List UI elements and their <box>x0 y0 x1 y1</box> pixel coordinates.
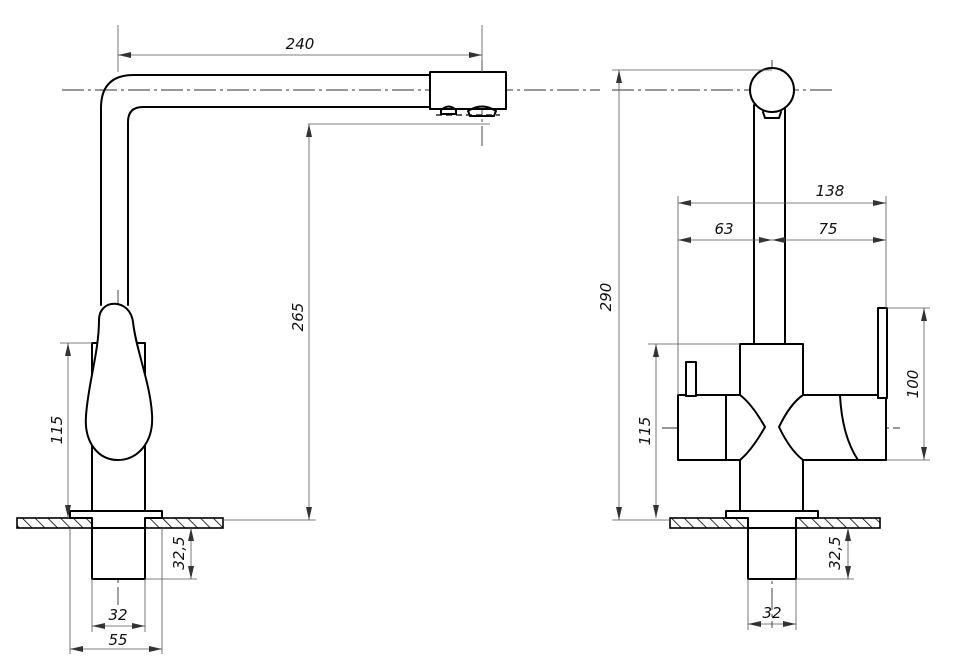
dim-32-front-arrow-right <box>783 621 796 627</box>
dim-32-5-front-label: 32,5 <box>826 536 844 569</box>
front-view: 290 138 63 75 100 115 32,5 <box>597 60 930 630</box>
dim-63-label: 63 <box>714 220 733 238</box>
side-aerator-left <box>440 105 457 115</box>
side-view: 240 265 115 32,5 32 55 <box>16 25 600 654</box>
dim-75-label: 75 <box>818 220 837 238</box>
dim-55-arrow-right <box>149 646 162 652</box>
dim-100-arrow-top <box>921 308 927 321</box>
dim-32-front-label: 32 <box>762 604 781 622</box>
dim-138-label: 138 <box>816 182 845 200</box>
side-countertop-gap <box>92 517 145 530</box>
dim-32-5-side-arrow-top <box>188 528 194 541</box>
side-base-washer <box>69 510 163 519</box>
side-spout-outer <box>100 74 431 306</box>
dim-75-arrow-right <box>873 237 886 243</box>
front-countertop-gap <box>748 517 796 530</box>
dim-115-front-arrow-bottom <box>653 505 659 518</box>
side-spout-inner <box>127 106 431 306</box>
dim-32-side-arrow-right <box>132 623 145 629</box>
dim-32-side-label: 32 <box>108 606 127 624</box>
front-shank <box>747 527 797 580</box>
dim-115-side-arrow-top <box>65 343 71 356</box>
dim-115-front-label: 115 <box>636 417 654 446</box>
dim-115-front-arrow-top <box>653 344 659 357</box>
dim-63-arrow-right <box>759 237 772 243</box>
dim-290-arrow-bottom <box>616 507 622 520</box>
dim-32-5-side-label: 32,5 <box>170 536 188 569</box>
dim-290-arrow-top <box>616 70 622 83</box>
dim-138-arrow-right <box>873 200 886 206</box>
side-shank <box>91 527 146 580</box>
dim-115-side-label: 115 <box>48 416 66 445</box>
dim-55-arrow-left <box>70 646 83 652</box>
front-right-cartridge-step <box>839 394 859 461</box>
dim-32-front-arrow-left <box>748 621 761 627</box>
front-lever <box>877 307 888 399</box>
front-right-cartridge <box>778 394 887 461</box>
dim-55-label: 55 <box>108 631 127 649</box>
dim-32-5-front-arrow-bottom <box>845 566 851 579</box>
side-spout-head <box>429 71 507 110</box>
front-aerator <box>762 111 782 119</box>
dim-63-arrow-left <box>678 237 691 243</box>
dim-290-label: 290 <box>597 283 615 312</box>
front-spout-tube <box>753 104 786 346</box>
dim-75-arrow-left <box>772 237 785 243</box>
front-base-washer <box>725 510 819 519</box>
dim-265-label: 265 <box>289 303 307 332</box>
dim-32-5-front-arrow-top <box>845 528 851 541</box>
dim-265-arrow-top <box>306 124 312 137</box>
front-left-cartridge <box>677 394 766 461</box>
dim-100-arrow-bottom <box>921 447 927 460</box>
dim-138-arrow-left <box>678 200 691 206</box>
dim-265-arrow-bottom <box>306 507 312 520</box>
dim-100-label: 100 <box>904 370 922 399</box>
dim-240-label: 240 <box>286 35 315 53</box>
side-aerator-right <box>467 105 497 117</box>
dim-32-5-side-arrow-bottom <box>188 566 194 579</box>
dim-32-side-arrow-left <box>92 623 105 629</box>
side-lever <box>84 302 154 461</box>
dim-115-side-arrow-bottom <box>65 505 71 518</box>
dim-240-arrow-right <box>469 52 482 58</box>
dim-240-arrow-left <box>118 52 131 58</box>
front-filter-knob <box>685 361 697 397</box>
front-spout-head <box>749 67 795 113</box>
